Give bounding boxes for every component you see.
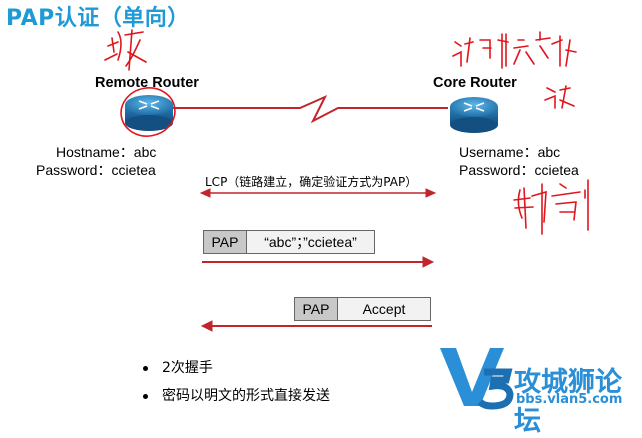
bullet-item: 2次握手 [143,357,213,377]
pap-request-tag: PAP [204,231,247,253]
annotation-circle [120,87,176,137]
pap-reply-tag: PAP [295,298,338,320]
pap-request-arrow [202,256,435,268]
core-username: Username：abc [459,144,561,160]
remote-hostname: Hostname：abc [56,144,157,160]
serial-link [173,94,448,124]
bullet-dot [143,393,148,399]
pap-request-credentials: “abc”；”ccietea” [247,231,374,253]
remote-router-icon [125,95,173,131]
logo-url: bbs.vlan5.com [516,392,623,407]
diagram-canvas [104,29,589,332]
core-router-icon [450,97,498,133]
handwritten-annotations [104,29,589,235]
bullet-text: 密码以明文的形式直接发送 [162,388,330,404]
bullet-item: 密码以明文的形式直接发送 [143,385,330,405]
lcp-label: LCP（链路建立，确定验证方式为PAP） [205,175,418,189]
pap-reply-box: PAP Accept [294,297,431,321]
bullet-text: 2次握手 [162,360,213,376]
pap-reply-arrow [200,320,432,332]
logo: 攻城狮论坛 bbs.vlan5.com [438,342,638,437]
remote-password: Password：ccietea [36,162,156,178]
bullet-dot [143,365,148,371]
lcp-arrow [199,188,437,198]
pap-request-box: PAP “abc”；”ccietea” [203,230,375,254]
core-router-label: Core Router [433,75,517,91]
pap-reply-accept: Accept [338,298,430,320]
logo-mark-icon [440,348,514,410]
core-password: Password：ccietea [459,162,579,178]
remote-router-label: Remote Router [95,75,199,91]
page-title: PAP认证（单向） [6,6,190,31]
